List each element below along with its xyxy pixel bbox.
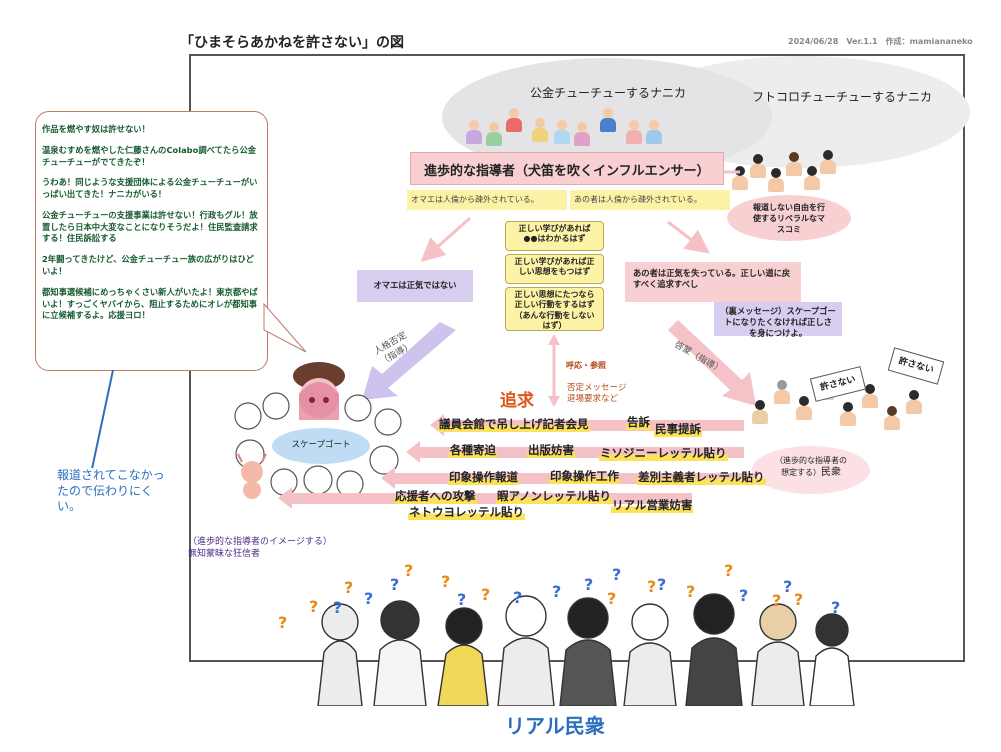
question-mark-icon: ? [404,561,413,580]
action-label: 民事提訴 [654,421,702,437]
action-label: 出版妨害 [527,442,575,458]
real-crowd-illustration [298,560,858,706]
question-mark-icon: ? [739,586,748,605]
question-mark-icon: ? [657,575,666,594]
question-mark-icon: ? [686,582,695,601]
note-paragraph: うわあ！同じような支援団体による公金チューチューがいっぱい出てきた！ナニカがいる… [42,177,259,201]
question-mark-icon: ? [278,613,287,632]
question-mark-icon: ? [441,572,450,591]
question-mark-icon: ? [390,575,399,594]
question-mark-icon: ? [794,590,803,609]
you-are-insane-box: オマエは正気ではない [357,270,473,302]
question-mark-icon: ? [647,577,656,596]
question-mark-icon: ? [513,588,522,607]
question-mark-icon: ? [364,589,373,608]
question-mark-icon: ? [612,565,621,584]
note-paragraph: 公金チューチューの支援事業は許せない！行政もグル！放置したら日本中大変なことにな… [42,210,259,245]
action-label: 印象操作工作 [549,468,620,484]
note-paragraph: 都知事選候補にめっちゃくさい新人がいたよ！東京都やばいよ！すっごくヤバイから、阻… [42,287,259,322]
arrow-leader-left [425,218,470,258]
action-label: 応援者への攻撃 [394,488,477,504]
note-paragraph: 温泉むすめを燃やした仁藤さんのColabo調べてたら公金チューチューがでてきたぞ… [42,145,259,169]
action-label: 印象操作報道 [448,469,519,485]
citizen-bubble-big: 民衆 [821,467,841,478]
action-label: 告訴 [626,414,651,430]
fanatic-caption: （進歩的な指導者のイメージする） 無知蒙昧な狂信者 [188,537,332,560]
protest-sign-text: 許さない [897,356,934,376]
action-label: 議員会館で吊し上げ記者会見 [438,416,590,432]
question-mark-icon: ? [457,590,466,609]
action-label: 暇アノンレッテル貼り [496,488,612,504]
question-mark-icon: ? [772,591,781,610]
question-mark-icon: ? [552,582,561,601]
action-label: 差別主義者レッテル貼り [637,469,766,485]
hidden-message-box: （裏メッセージ）スケープゴートになりたくなければ正しさを身につけよ。 [714,302,842,336]
question-mark-icon: ? [831,598,840,617]
question-mark-icon: ? [481,585,490,604]
denial-message-label: 否定メッセージ 退場要求など [567,383,626,405]
action-label: リアル営業妨害 [611,497,693,513]
question-mark-icon: ? [584,575,593,594]
question-mark-icon: ? [724,561,733,580]
action-label: 各種寄迫 [449,442,497,458]
citizen-bubble: （進歩的な指導者の 想定する）民衆 [752,446,870,494]
pursuit-label: 追求 [500,386,534,411]
note-paragraph: 2年闘ってきたけど、公金チューチュー族の広がりはひどいよ！ [42,254,259,278]
response-reference-label: 呼応・参照 [566,360,606,371]
action-label: ミソジニーレッテル貼り [599,445,728,461]
denial-message-text: 否定メッセージ 退場要求など [567,383,626,404]
they-lost-sanity-box: あの者は正気を失っている。正しい道に戻すべく追求すべし [625,262,801,302]
arrow-vertical-top-head [548,334,560,345]
question-mark-icon: ? [607,589,616,608]
deer-mascot-icon [232,452,272,500]
scapegoat-bubble: スケープゴート [272,428,370,464]
question-mark-icon: ? [309,597,318,616]
question-mark-icon: ? [783,577,792,596]
action-label: ネトウヨレッテル貼り [408,504,525,520]
arrow-vertical-bottom-head [548,396,560,407]
question-mark-icon: ? [344,578,353,597]
note-tail [262,300,312,360]
arrow-leader-right [668,222,705,250]
protest-sign-text: 許さない [819,375,856,393]
fanatic-caption-text: （進歩的な指導者のイメージする） 無知蒙昧な狂信者 [188,537,332,559]
note-paragraph: 作品を燃やす奴は許せない！ [42,124,259,136]
scapegoat-girl-icon [287,360,351,432]
note-box: 作品を燃やす奴は許せない！ 温泉むすめを燃やした仁藤さんのColabo調べてたら… [35,111,268,371]
note-comment: 報道されてこなかったので伝わりにくい。 [57,468,169,515]
real-people-title: リアル民衆 [505,710,605,739]
question-mark-icon: ? [333,598,342,617]
